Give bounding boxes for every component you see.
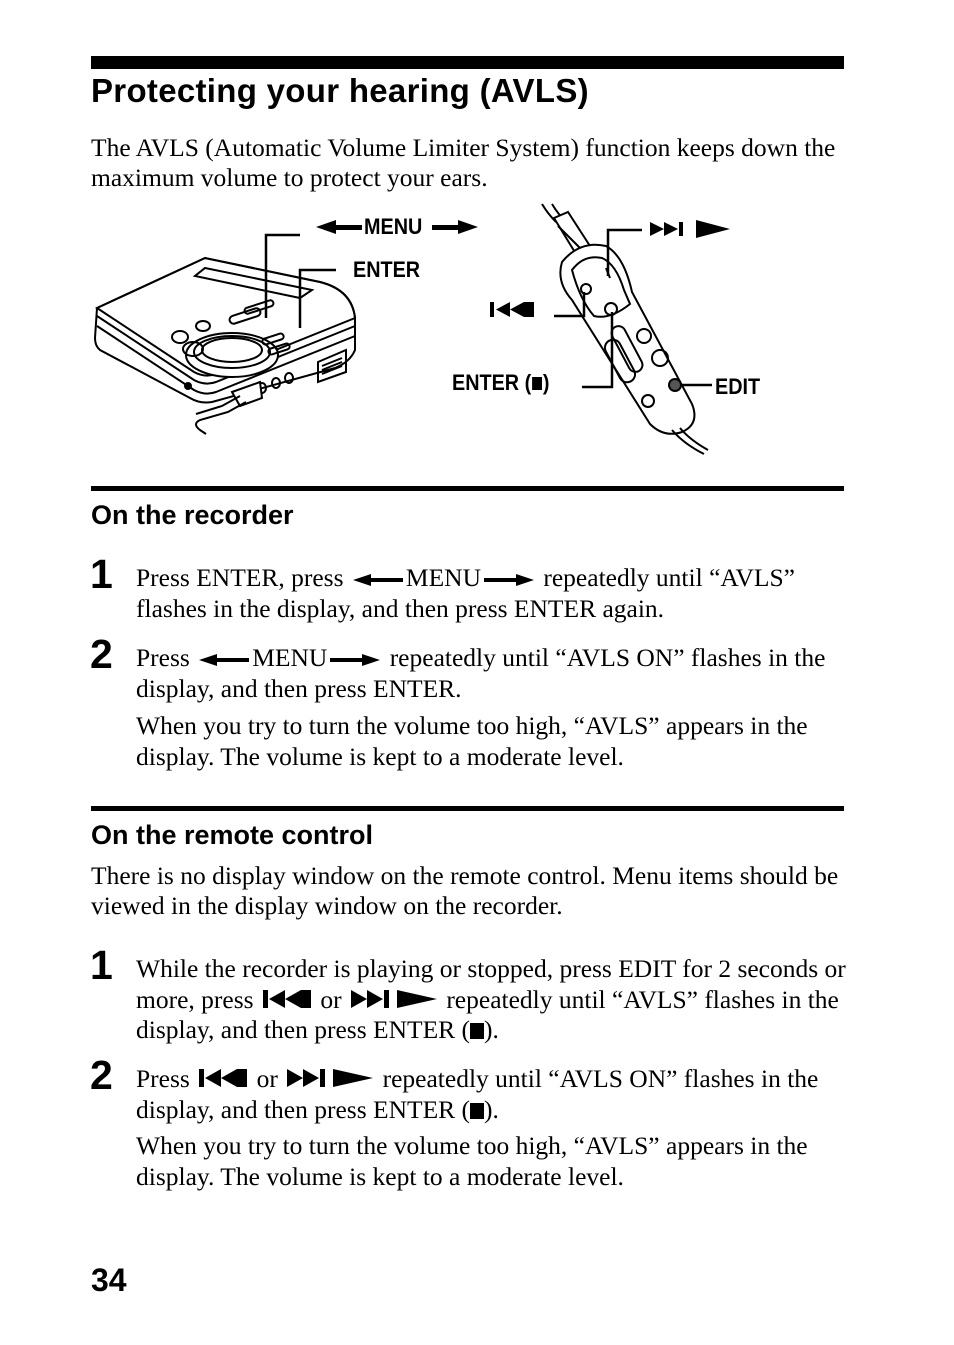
next-track-icon	[350, 989, 437, 1008]
diagram-label-enter-stop: ENTER ()	[452, 370, 550, 395]
previous-track-icon	[199, 1069, 248, 1087]
diagram-label-enter: ENTER	[353, 257, 421, 282]
page-title: Protecting your hearing (AVLS)	[91, 72, 589, 109]
stop-icon	[470, 1102, 485, 1119]
previous-track-icon	[262, 989, 311, 1008]
menu-arrows-icon	[316, 220, 478, 234]
menu-right-arrow-icon	[484, 574, 534, 586]
menu-left-arrow-icon	[199, 654, 250, 666]
recorder-illustration	[93, 256, 357, 435]
stop-icon	[470, 1023, 485, 1039]
page-number: 34	[91, 1262, 127, 1298]
diagram-label-menu: MENU	[364, 214, 423, 239]
intro-paragraph: The AVLS (Automatic Volume Limiter Syste…	[91, 133, 836, 192]
diagram-label-edit: EDIT	[715, 374, 761, 399]
remote-step1-number: 1	[90, 942, 113, 988]
menu-left-arrow-icon	[352, 574, 403, 586]
remote-heading: On the remote control	[91, 820, 374, 850]
remote-step2-number: 2	[90, 1052, 113, 1098]
stop-icon	[532, 377, 542, 390]
remote-section-rule	[91, 806, 844, 811]
previous-track-icon	[490, 302, 534, 317]
remote-control-illustration	[541, 203, 709, 455]
recorder-step1-number: 1	[90, 551, 113, 597]
menu-right-arrow-icon	[330, 654, 381, 666]
remote-intro: There is no display window on the remote…	[91, 861, 839, 920]
recorder-step2-text: Press MENU repeatedly until “AVLS ON” fl…	[136, 643, 826, 703]
recorder-section-rule	[91, 486, 844, 491]
remote-note: When you try to turn the volume too high…	[136, 1131, 808, 1191]
remote-step1-text: While the recorder is playing or stopped…	[136, 954, 846, 1044]
title-rule	[91, 56, 844, 69]
next-track-icon	[650, 220, 730, 238]
recorder-note: When you try to turn the volume too high…	[136, 711, 808, 771]
next-track-icon	[287, 1069, 374, 1087]
recorder-heading: On the recorder	[91, 500, 294, 530]
remote-step2-text: Press or repeatedly until “AVLS ON” flas…	[136, 1064, 819, 1124]
recorder-step2-number: 2	[90, 631, 113, 677]
device-illustration	[93, 203, 730, 455]
recorder-step1-text: Press ENTER, press MENU repeatedly until…	[136, 563, 796, 623]
